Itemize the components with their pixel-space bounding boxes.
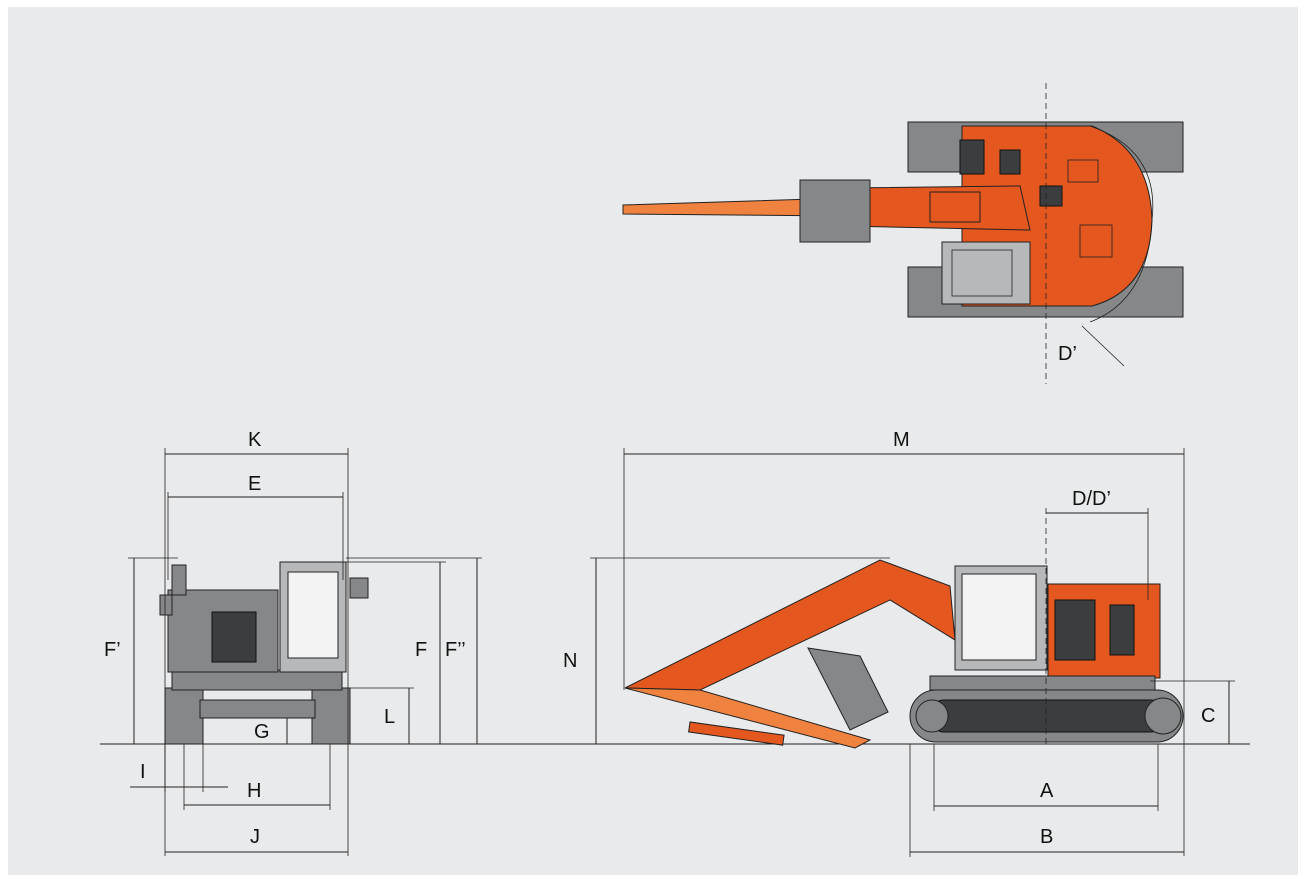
top-view-cab [941, 241, 1031, 305]
rear-view-carbody [171, 669, 343, 691]
label-a: A [1040, 780, 1054, 802]
label-h: H [247, 780, 261, 802]
label-n: N [563, 650, 577, 672]
label-d-dprime: D/D’ [1072, 488, 1111, 510]
label-d-prime: D’ [1058, 343, 1077, 365]
top-view-dprime-leader [1081, 325, 1125, 367]
top-view: D’ [622, 83, 1184, 384]
side-view-idler [915, 699, 949, 733]
rear-view-cab-window [287, 571, 339, 659]
label-e: E [248, 473, 261, 495]
top-view-grille-1 [959, 139, 985, 175]
top-view-boom-cylinder [929, 191, 981, 223]
side-view-bucket [807, 647, 889, 731]
label-f: F [415, 639, 427, 661]
label-m: M [893, 429, 910, 451]
label-l: L [384, 706, 395, 728]
side-view-cab-window [961, 573, 1037, 661]
rear-view-light [159, 594, 173, 616]
side-view-grille [1054, 599, 1096, 661]
rear-view-handrail [171, 564, 187, 596]
top-view-panel [1067, 159, 1099, 183]
top-view-boom-foot [799, 179, 871, 243]
rear-view [159, 561, 369, 745]
label-k: K [248, 429, 262, 451]
side-view-arm-cylinder [688, 721, 785, 746]
top-view-swing-arc [1089, 125, 1154, 323]
label-b: B [1040, 826, 1053, 848]
label-f-prime: F’ [104, 639, 121, 661]
side-view-track-frame [929, 699, 1166, 733]
label-c: C [1201, 705, 1215, 727]
top-view-cab-roof [951, 249, 1013, 297]
label-j: J [250, 826, 260, 848]
side-view-carbody [929, 675, 1156, 691]
rear-view-mirror [349, 577, 369, 599]
rear-view-track-right [311, 687, 351, 745]
top-view-grille-3 [1039, 185, 1063, 207]
side-view-grille-2 [1109, 604, 1135, 656]
rear-view-dimensions: K E F’ F F’’ L G I H J [104, 429, 482, 856]
side-view-sprocket [1144, 697, 1182, 735]
top-view-grille-2 [999, 149, 1021, 175]
label-g: G [254, 721, 270, 743]
top-view-panel-2 [1079, 224, 1113, 258]
side-view-arm [624, 687, 872, 749]
rear-view-undercarriage [199, 699, 316, 719]
side-view-dimensions: M D/D’ N C A B [563, 429, 1235, 857]
rear-view-track-left [164, 687, 204, 745]
label-i: I [140, 761, 146, 783]
rear-view-engine [211, 611, 257, 663]
label-f-dprime: F’’ [445, 639, 466, 661]
side-view [624, 508, 1184, 749]
side-view-boom [624, 559, 956, 691]
